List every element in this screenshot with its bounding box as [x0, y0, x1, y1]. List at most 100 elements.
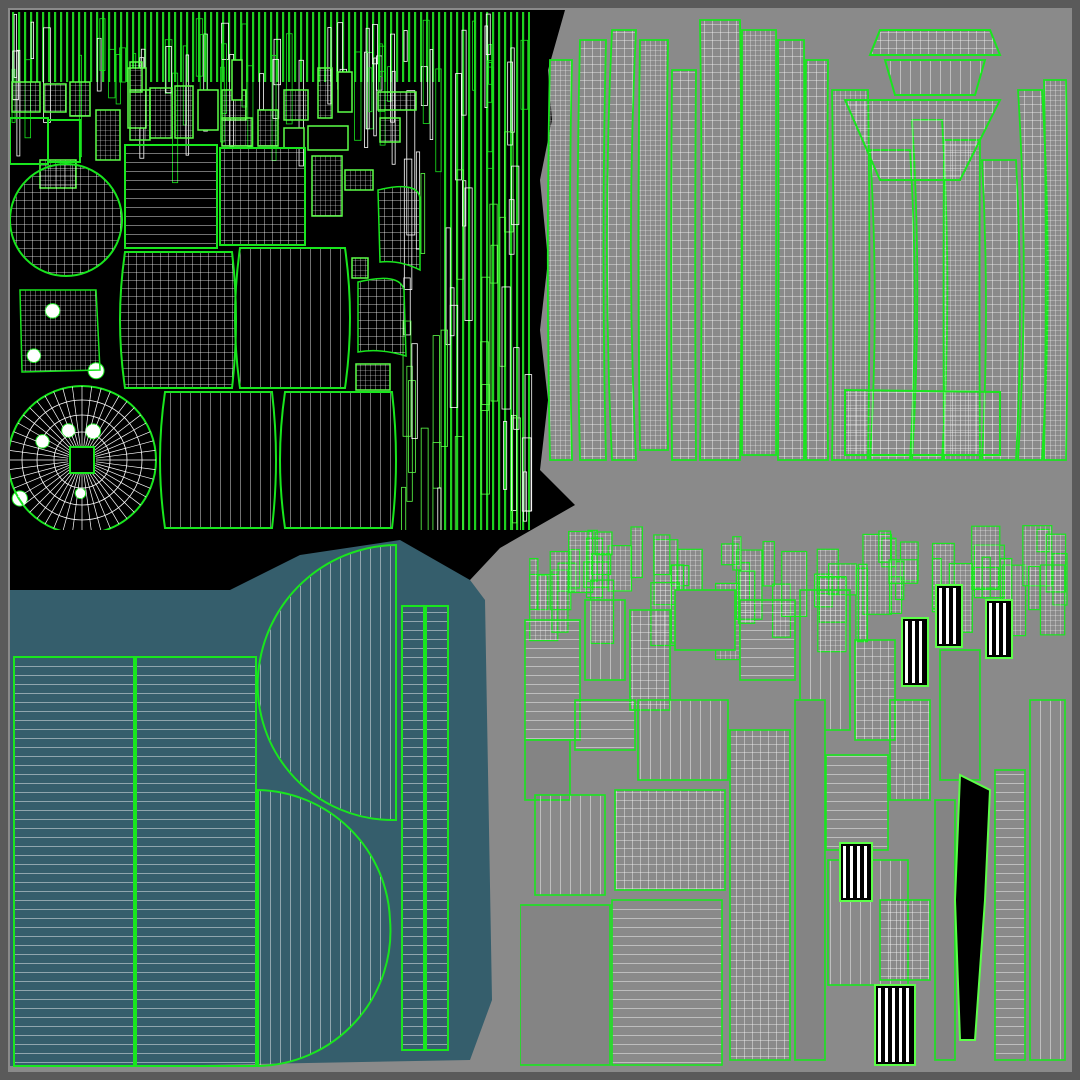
radial-spoke — [10, 463, 69, 480]
atlas-strip — [462, 180, 467, 227]
atlas-strip — [401, 486, 407, 530]
atlas-strip — [461, 29, 467, 116]
striped-bar — [885, 988, 888, 1062]
tower-islands — [546, 19, 1069, 461]
tower-strip — [1043, 79, 1069, 461]
atlas-strip — [464, 187, 473, 321]
facade-panel — [584, 599, 626, 681]
radial-spoke — [36, 401, 74, 450]
atlas-strip — [511, 165, 520, 226]
atlas-curved-strip-c — [19, 289, 101, 373]
tower-strip — [804, 59, 829, 461]
atlas-block — [69, 81, 91, 117]
striped-bar — [905, 621, 908, 683]
atlas-block — [337, 71, 353, 113]
atlas-block — [95, 109, 121, 161]
radial-spoke — [53, 472, 77, 529]
atlas-strip — [508, 199, 515, 255]
radial-spoke — [23, 468, 72, 506]
facade-strip — [568, 530, 594, 594]
striped-bar — [899, 988, 902, 1062]
atlas-strip — [449, 304, 459, 408]
atlas-strip — [440, 329, 448, 447]
atlas-grid-block-a — [124, 144, 218, 249]
atlas-block — [307, 125, 349, 151]
facade-strip — [630, 526, 644, 579]
radial-spoke — [71, 386, 81, 447]
tower-strip — [546, 59, 573, 461]
striped-bar — [864, 846, 867, 898]
atlas-strip — [30, 21, 35, 59]
atlas-block — [377, 91, 417, 111]
facade-panel — [939, 649, 981, 781]
atlas-top-strips — [10, 12, 530, 82]
glass-roof-rail-a — [401, 605, 425, 1051]
atlas-strip — [411, 343, 418, 439]
atlas-block — [355, 363, 391, 391]
atlas-block — [351, 257, 369, 279]
atlas-strip — [507, 61, 513, 146]
facade-panel — [524, 619, 581, 741]
radial-spoke — [10, 450, 69, 459]
atlas-radial-disc — [10, 385, 157, 530]
facade-panel — [934, 799, 956, 1061]
tower-strip — [741, 29, 777, 456]
facade-panel — [534, 794, 606, 896]
striped-bar — [1003, 603, 1006, 655]
facade-strip — [857, 563, 868, 642]
atlas-block — [231, 59, 243, 101]
facade-strip — [653, 534, 671, 576]
radial-spoke — [17, 422, 71, 454]
atlas-block — [283, 89, 309, 121]
atlas-block — [221, 117, 253, 147]
atlas-strip — [43, 27, 51, 123]
atlas-strip — [195, 18, 204, 77]
facade-panel — [614, 789, 726, 891]
facade-panel — [1029, 699, 1066, 1061]
atlas-barrel-c — [159, 391, 277, 529]
facade-strip — [878, 530, 892, 563]
radial-spoke — [88, 395, 120, 449]
striped-bar — [996, 603, 999, 655]
radial-spoke — [36, 470, 74, 519]
facade-strip — [981, 556, 991, 599]
radial-spoke — [83, 473, 92, 530]
tower-strip — [699, 19, 743, 461]
facade-panel — [739, 599, 796, 681]
atlas-strip — [454, 436, 464, 530]
atlas-strip — [472, 20, 475, 91]
atlas-block — [344, 169, 374, 191]
atlas-curved-strip-a — [377, 185, 421, 272]
atlas-strip — [285, 33, 293, 125]
atlas-block — [317, 67, 333, 119]
atlas-strip — [485, 13, 491, 56]
radial-spoke — [62, 388, 79, 447]
atlas-strip — [487, 60, 493, 153]
radial-spoke — [23, 414, 72, 452]
atlas-strip — [372, 24, 378, 65]
facade-strip — [888, 559, 919, 584]
radial-spoke — [87, 472, 111, 529]
striped-bar — [878, 988, 881, 1062]
viewport-border — [4, 4, 1076, 1076]
facade-panel — [994, 769, 1026, 1061]
atlas-strip — [403, 30, 408, 62]
tower-strip — [637, 39, 669, 451]
radial-spoke — [85, 473, 102, 530]
atlas-strip — [365, 27, 370, 130]
radial-spoke — [83, 386, 93, 447]
atlas-block — [283, 127, 305, 149]
atlas-strip — [432, 335, 440, 489]
glass-roof-rail-b — [425, 605, 449, 1051]
radial-spoke — [29, 469, 73, 513]
tower-strip — [605, 29, 637, 461]
atlas-strip — [119, 47, 126, 83]
atlas-strip — [366, 52, 374, 130]
facade-panel — [674, 589, 736, 651]
atlas-strip — [13, 13, 18, 78]
radial-spoke — [95, 440, 154, 457]
facade-panel — [854, 639, 896, 741]
facade-panel — [825, 754, 889, 851]
facade-islands — [520, 525, 1068, 1066]
